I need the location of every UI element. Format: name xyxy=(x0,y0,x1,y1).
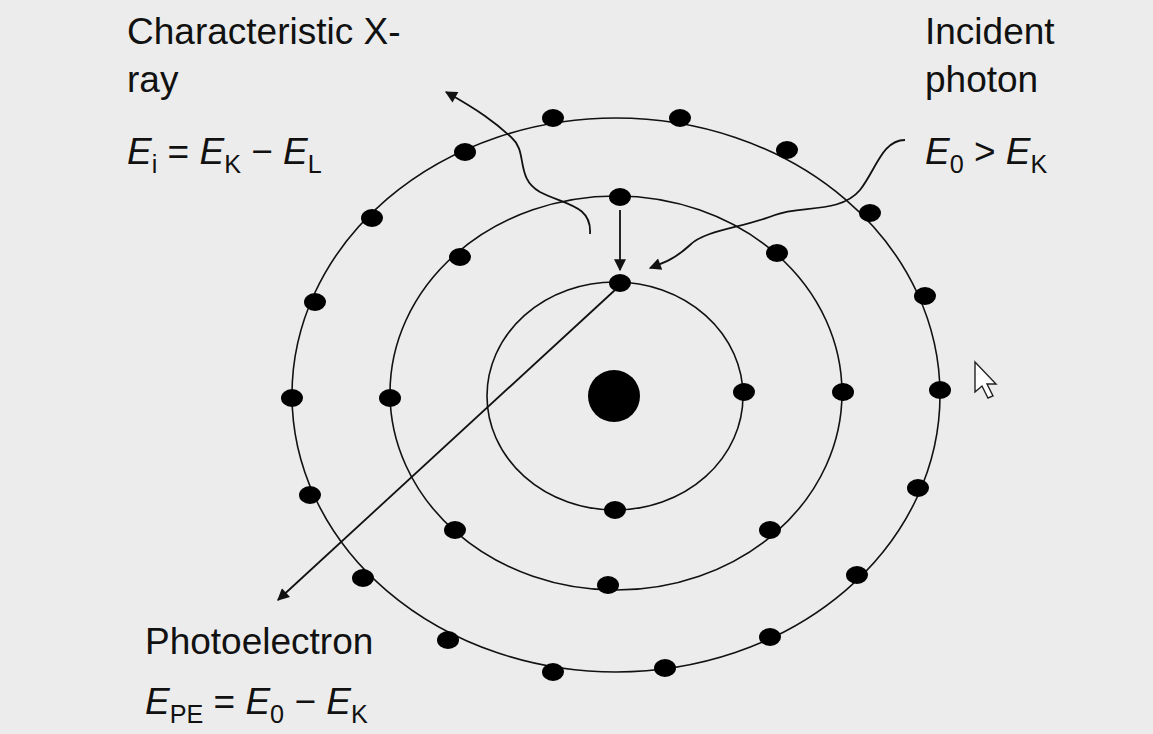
nucleus xyxy=(588,370,640,422)
caption-label: Characteristic X-ray xyxy=(127,8,427,104)
energy-formula: EPE = E0 − EK xyxy=(145,678,368,726)
energy-formula: E0 > EK xyxy=(925,128,1047,176)
transition-arrow xyxy=(619,210,621,270)
xray-wave xyxy=(446,92,590,234)
m-shell xyxy=(292,118,940,672)
photon-wave xyxy=(650,140,905,268)
caption-label: Incident photon xyxy=(925,8,1145,104)
electrons xyxy=(281,109,951,681)
l-shell xyxy=(390,196,842,590)
mouse-cursor xyxy=(975,362,996,398)
caption-label: Photoelectron xyxy=(145,618,373,666)
photoelectron-arrow xyxy=(278,290,615,600)
energy-formula: Ei = EK − EL xyxy=(127,128,322,176)
k-shell xyxy=(487,282,743,510)
